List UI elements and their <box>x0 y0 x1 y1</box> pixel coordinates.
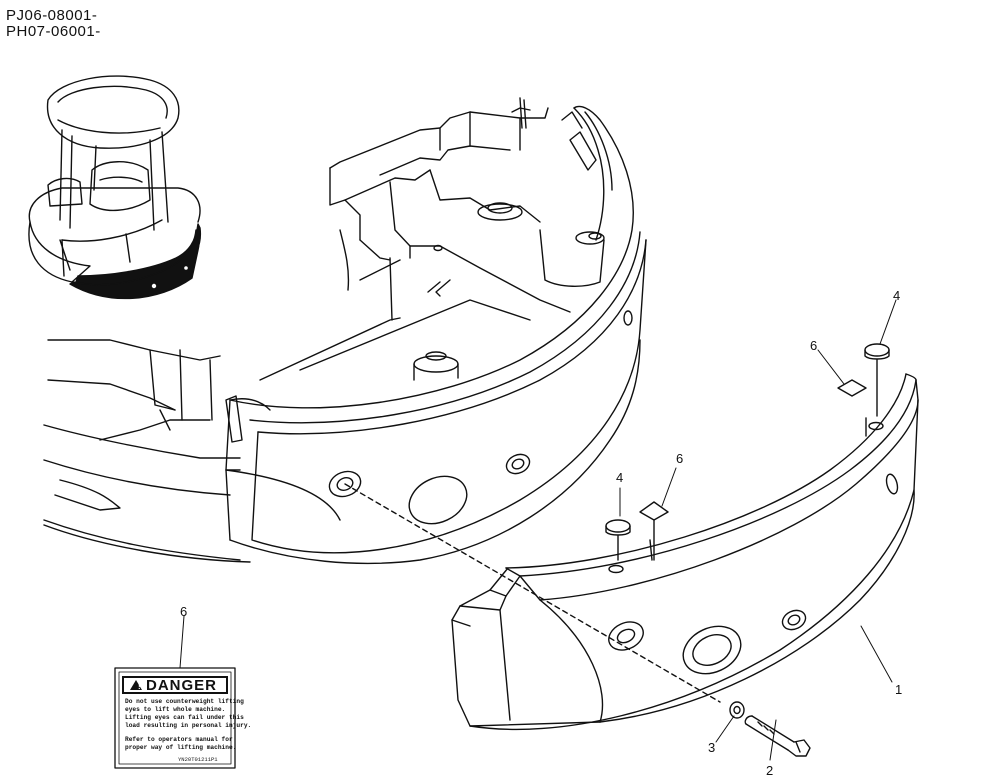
inset-machine-overview <box>28 75 202 300</box>
part-bolt-2 <box>744 715 811 757</box>
callout-numbers: 1 2 3 4 4 6 6 6 <box>180 288 902 778</box>
installed-counterweight-drawing <box>225 105 647 565</box>
machine-frame-drawing <box>43 97 605 563</box>
danger-label-line-4: load resulting in personal injury. <box>125 722 251 729</box>
exploded-counterweight-part-1 <box>451 373 919 731</box>
danger-label-code: YN20T01211P1 <box>178 756 218 763</box>
svg-text:!: ! <box>138 682 141 691</box>
part-decal-6a <box>639 501 669 561</box>
danger-label-title: DANGER <box>146 677 217 694</box>
assembly-axis-line <box>344 483 721 703</box>
callout-6a: 6 <box>676 451 683 466</box>
serial-number-block: PJ06-08001- PH07-06001- <box>6 8 101 40</box>
callout-6c: 6 <box>180 604 187 619</box>
danger-label-line-3: Lifting eyes can fail under this <box>125 714 244 721</box>
part-washer-3 <box>729 701 745 719</box>
callout-3: 3 <box>708 740 715 755</box>
serial-number-2: PH07-06001- <box>6 23 101 40</box>
callout-1: 1 <box>895 682 902 697</box>
callout-2: 2 <box>766 763 773 778</box>
part-cap-4a <box>605 519 631 561</box>
callout-4a: 4 <box>616 470 623 485</box>
callout-4b: 4 <box>893 288 900 303</box>
danger-label: ! DANGER Do not use counterweight liftin… <box>114 667 251 769</box>
leader-lines <box>179 299 897 761</box>
part-decal-6b <box>837 379 867 397</box>
callout-6b: 6 <box>810 338 817 353</box>
danger-label-line-6: proper way of lifting machine. <box>125 744 236 751</box>
danger-label-line-1: Do not use counterweight lifting <box>125 698 244 705</box>
part-cap-4b <box>864 343 890 417</box>
danger-label-line-5: Refer to operators manual for <box>125 736 233 743</box>
danger-label-line-2: eyes to lift whole machine. <box>125 706 225 713</box>
warning-triangle-icon <box>130 680 142 690</box>
serial-number-1: PJ06-08001- <box>6 7 98 24</box>
